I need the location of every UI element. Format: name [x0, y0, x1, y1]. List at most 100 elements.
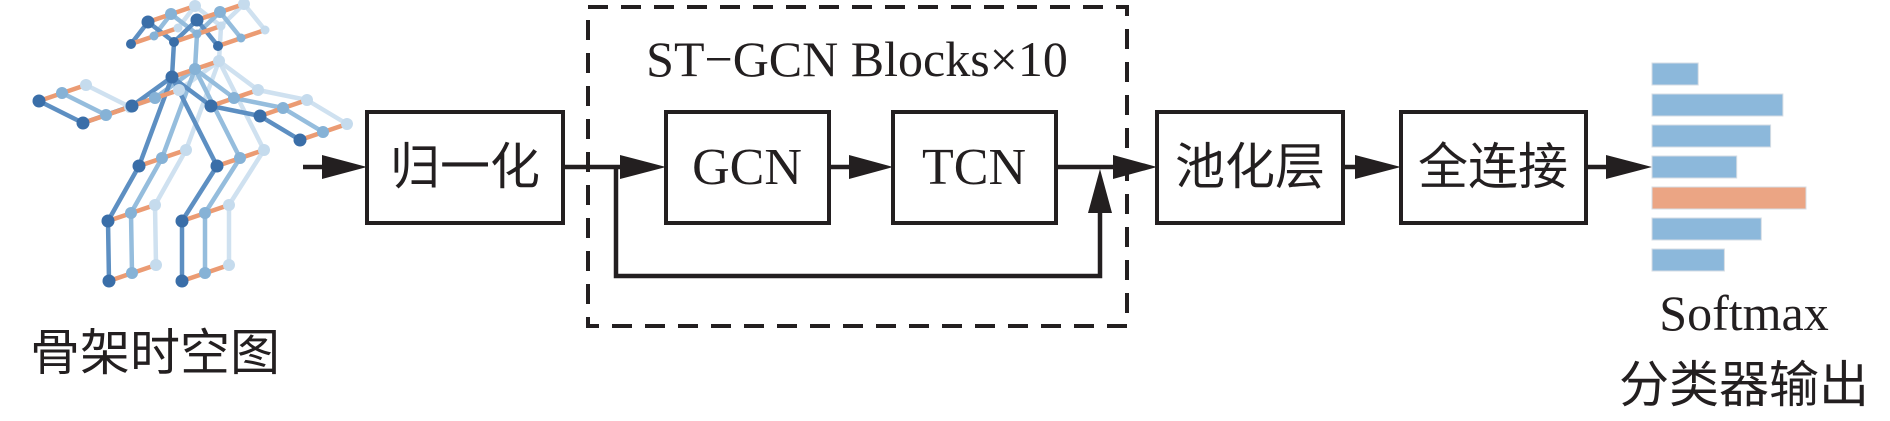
skeleton-bone — [192, 66, 237, 101]
skeleton-bone — [159, 66, 198, 161]
skeleton-joint — [101, 214, 115, 228]
skeleton-joint — [165, 8, 177, 20]
gcn-block: GCN — [664, 110, 831, 225]
skeleton-joint — [199, 267, 211, 279]
skeleton-joint — [223, 199, 235, 211]
skeleton-joint — [149, 199, 161, 211]
skeleton-joint — [228, 92, 240, 104]
output-bar — [1651, 248, 1725, 272]
skeleton-joint — [190, 13, 204, 27]
skeleton-bone — [169, 74, 214, 109]
pooling-block: 池化层 — [1155, 110, 1345, 225]
normalize-block: 归一化 — [365, 110, 565, 225]
tcn-to-pooling-arrow — [1056, 155, 1157, 179]
skeleton-joint — [317, 126, 329, 138]
skeleton-spatiotemporal-graph — [32, 0, 353, 288]
output-bar-highlight — [1651, 186, 1807, 210]
skeleton-joint — [132, 159, 146, 173]
skeleton-joint — [192, 29, 202, 39]
output-label-softmax: Softmax — [1659, 285, 1828, 341]
skeleton-joint — [149, 92, 161, 104]
skeleton-bone — [216, 58, 261, 93]
output-bar — [1651, 124, 1772, 148]
skeleton-joint — [213, 55, 225, 67]
output-bar — [1651, 217, 1762, 241]
skeleton-joint — [204, 99, 218, 113]
skeleton-joint — [80, 79, 92, 91]
skeleton-bone — [257, 113, 303, 143]
skeleton-joint — [238, 0, 250, 10]
skeleton-joint — [213, 41, 223, 51]
skeleton-bone — [208, 103, 263, 119]
skeleton-joint — [252, 84, 264, 96]
gcn-to-tcn-arrow — [829, 155, 893, 179]
skeleton-joint — [125, 207, 137, 219]
tcn-block: TCN — [891, 110, 1058, 225]
skeleton-joint — [169, 37, 179, 47]
skeleton-bone — [255, 87, 310, 103]
skeleton-joint — [56, 87, 68, 99]
fc-to-softmax-arrow — [1586, 155, 1652, 179]
skeleton-joint — [173, 84, 185, 96]
skeleton-joint — [214, 6, 226, 18]
skeleton-bone — [304, 97, 350, 127]
skeleton-joint — [175, 214, 189, 228]
skeleton-bone — [226, 147, 267, 208]
stgcn-group-label: ST−GCN Blocks×10 — [646, 31, 1068, 87]
skeleton-joint — [277, 102, 289, 114]
skeleton-bone — [183, 58, 222, 153]
skeleton-joint — [149, 31, 159, 41]
skeleton-bone — [105, 163, 142, 224]
skeleton-joint — [234, 152, 246, 164]
skeleton-bone — [152, 147, 189, 208]
skeleton-joint — [199, 207, 211, 219]
skeleton-bone — [216, 58, 267, 153]
skeleton-joint — [236, 33, 246, 43]
skeleton-bone — [128, 210, 135, 276]
skeleton-joint — [100, 109, 112, 121]
skeleton-bone — [128, 155, 165, 216]
skeleton-joint — [216, 21, 226, 31]
skeleton-bone — [36, 98, 86, 126]
skeleton-bone — [59, 90, 109, 118]
skeleton-joint — [258, 144, 270, 156]
fully-connected-block: 全连接 — [1399, 110, 1588, 225]
skeleton-bone — [105, 218, 112, 284]
skeleton-joint — [341, 118, 353, 130]
normalize-label: 归一化 — [390, 138, 540, 196]
output-bar — [1651, 155, 1738, 179]
skeleton-joint — [260, 25, 270, 35]
skeleton-joint — [126, 39, 136, 49]
skeleton-joint — [32, 94, 46, 108]
skeleton-joint — [189, 0, 201, 12]
tcn-label: TCN — [922, 139, 1026, 196]
skeleton-joint — [102, 274, 116, 288]
skeleton-joint — [293, 133, 307, 147]
skeleton-joint — [301, 94, 313, 106]
skeleton-joint — [156, 152, 168, 164]
skeleton-joint — [125, 99, 139, 113]
skeleton-bone — [202, 155, 243, 216]
skeleton-bone — [192, 66, 243, 161]
normalize-to-gcn-arrow — [563, 155, 666, 179]
skeleton-joint — [150, 259, 162, 271]
skeleton-joint — [126, 267, 138, 279]
skeleton-joint — [76, 116, 90, 130]
input-label: 骨架时空图 — [30, 324, 280, 382]
skeleton-bone — [136, 74, 175, 169]
pooling-label: 池化层 — [1175, 138, 1325, 196]
skeleton-joint — [253, 109, 267, 123]
skeleton-bone — [231, 95, 286, 111]
skeleton-joint — [189, 63, 201, 75]
skeleton-joint — [165, 70, 179, 84]
skeleton-bone — [83, 82, 133, 110]
skeleton-joint — [175, 274, 189, 288]
skeleton-bone — [179, 163, 220, 224]
fully-connected-label: 全连接 — [1418, 138, 1568, 196]
input-arrow — [303, 155, 367, 179]
pooling-to-fc-arrow — [1343, 155, 1401, 179]
skeleton-joint — [141, 15, 155, 29]
skeleton-joint — [223, 259, 235, 271]
output-bar — [1651, 93, 1784, 117]
